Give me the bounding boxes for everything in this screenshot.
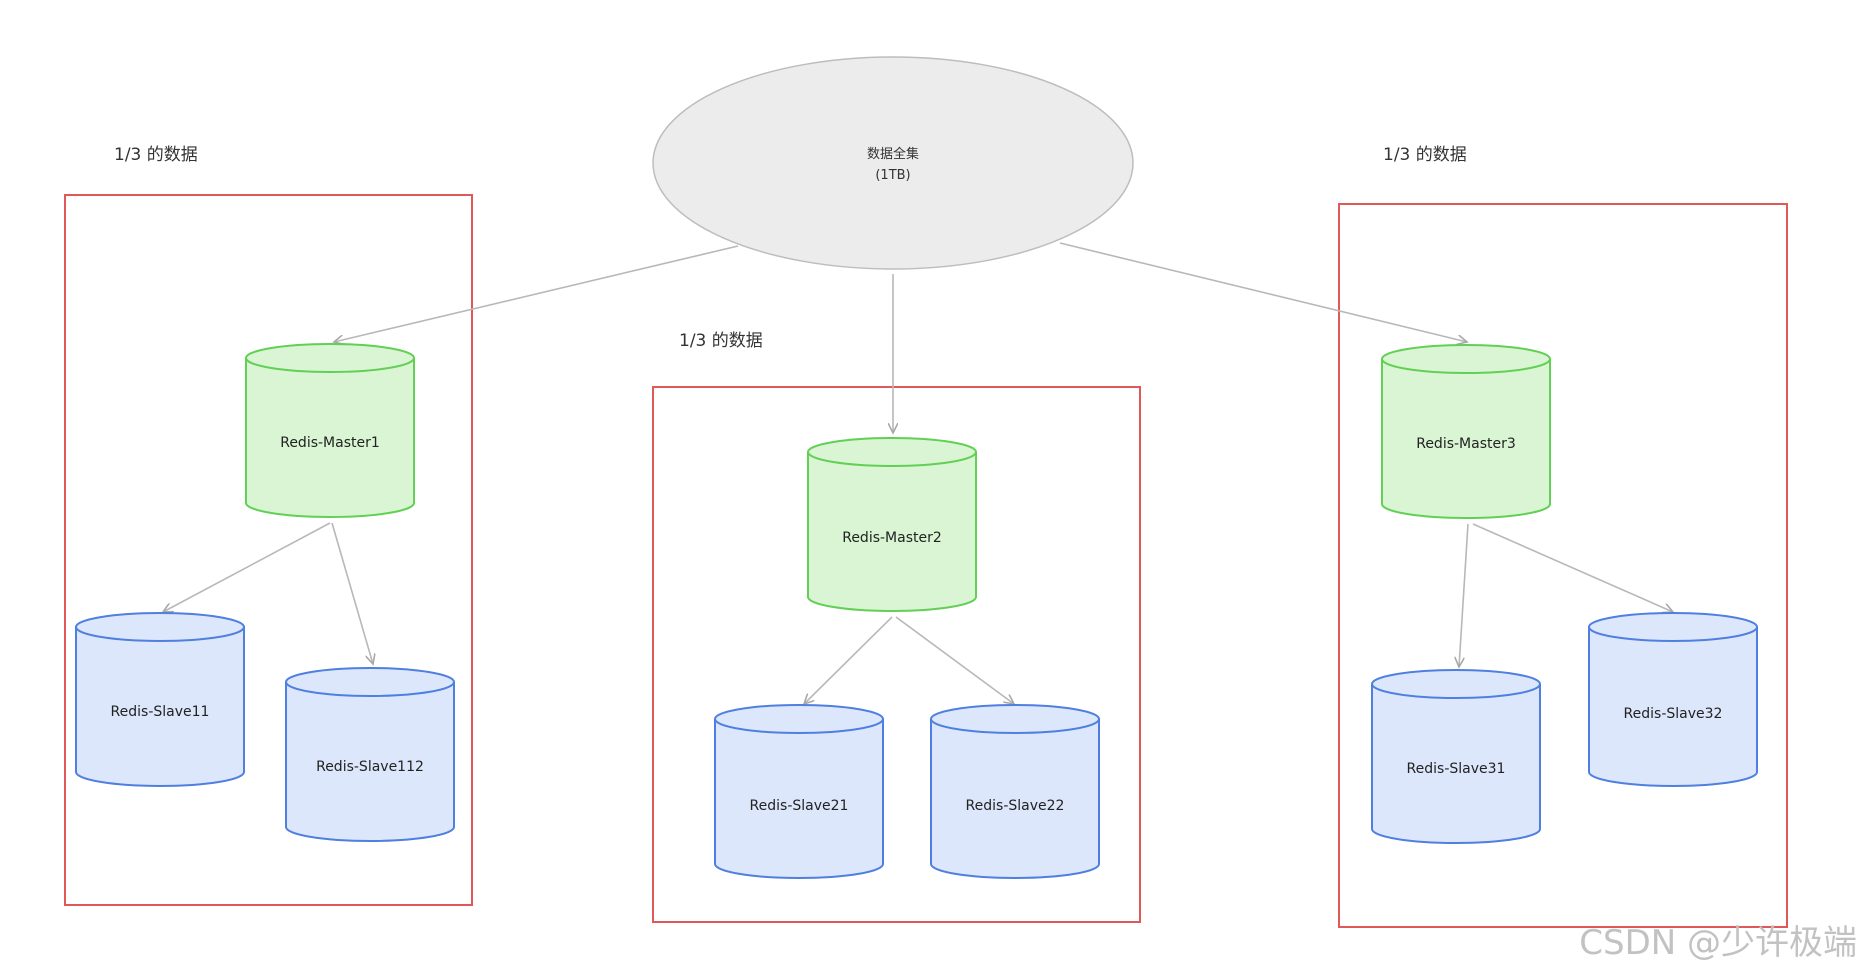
master-node-2: Redis-Master2 <box>807 437 977 612</box>
slave-node-22: Redis-Slave22 <box>930 704 1100 879</box>
root-title: 数据全集 <box>867 146 919 162</box>
arrow-master3-to-slave32 <box>1472 523 1673 612</box>
shard-label-2: 1/3 的数据 <box>679 331 763 351</box>
slave-label-21: Redis-Slave21 <box>750 798 849 814</box>
arrow-master3-to-slave31 <box>1459 523 1469 667</box>
slave-label-32: Redis-Slave32 <box>1624 706 1723 722</box>
slave-label-31: Redis-Slave31 <box>1407 761 1506 777</box>
shard-box-1 <box>64 194 473 906</box>
connectors <box>163 242 1673 704</box>
master-label-1: Redis-Master1 <box>280 435 380 451</box>
arrow-root-to-master1 <box>334 245 739 342</box>
arrow-root-to-master3 <box>1059 242 1467 342</box>
arrow-master2-to-slave22 <box>895 616 1014 704</box>
master-node-1: Redis-Master1 <box>245 343 415 518</box>
master-node-3: Redis-Master3 <box>1381 344 1551 519</box>
slave-node-32: Redis-Slave32 <box>1588 612 1758 787</box>
master-label-2: Redis-Master2 <box>842 530 942 546</box>
slave-label-112: Redis-Slave112 <box>316 759 424 775</box>
slave-node-112: Redis-Slave112 <box>285 667 455 842</box>
root-dataset: 数据全集 (1TB) <box>652 56 1134 270</box>
slave-node-31: Redis-Slave31 <box>1371 669 1541 844</box>
slave-node-21: Redis-Slave21 <box>714 704 884 879</box>
arrow-master1-to-slave11 <box>163 522 331 612</box>
arrow-master2-to-slave21 <box>804 616 893 704</box>
shard-box-3 <box>1338 203 1788 928</box>
slave-label-11: Redis-Slave11 <box>111 704 210 720</box>
shard-label-3: 1/3 的数据 <box>1383 145 1467 165</box>
shard-box-2 <box>652 386 1141 923</box>
root-ellipse <box>652 56 1134 270</box>
csdn-watermark: CSDN @少许极端 <box>1579 923 1857 963</box>
slave-label-22: Redis-Slave22 <box>966 798 1065 814</box>
root-size: (1TB) <box>875 168 910 183</box>
shard-label-1: 1/3 的数据 <box>114 145 198 165</box>
master-label-3: Redis-Master3 <box>1416 436 1516 452</box>
arrow-master1-to-slave112 <box>331 522 373 664</box>
slave-node-11: Redis-Slave11 <box>75 612 245 787</box>
